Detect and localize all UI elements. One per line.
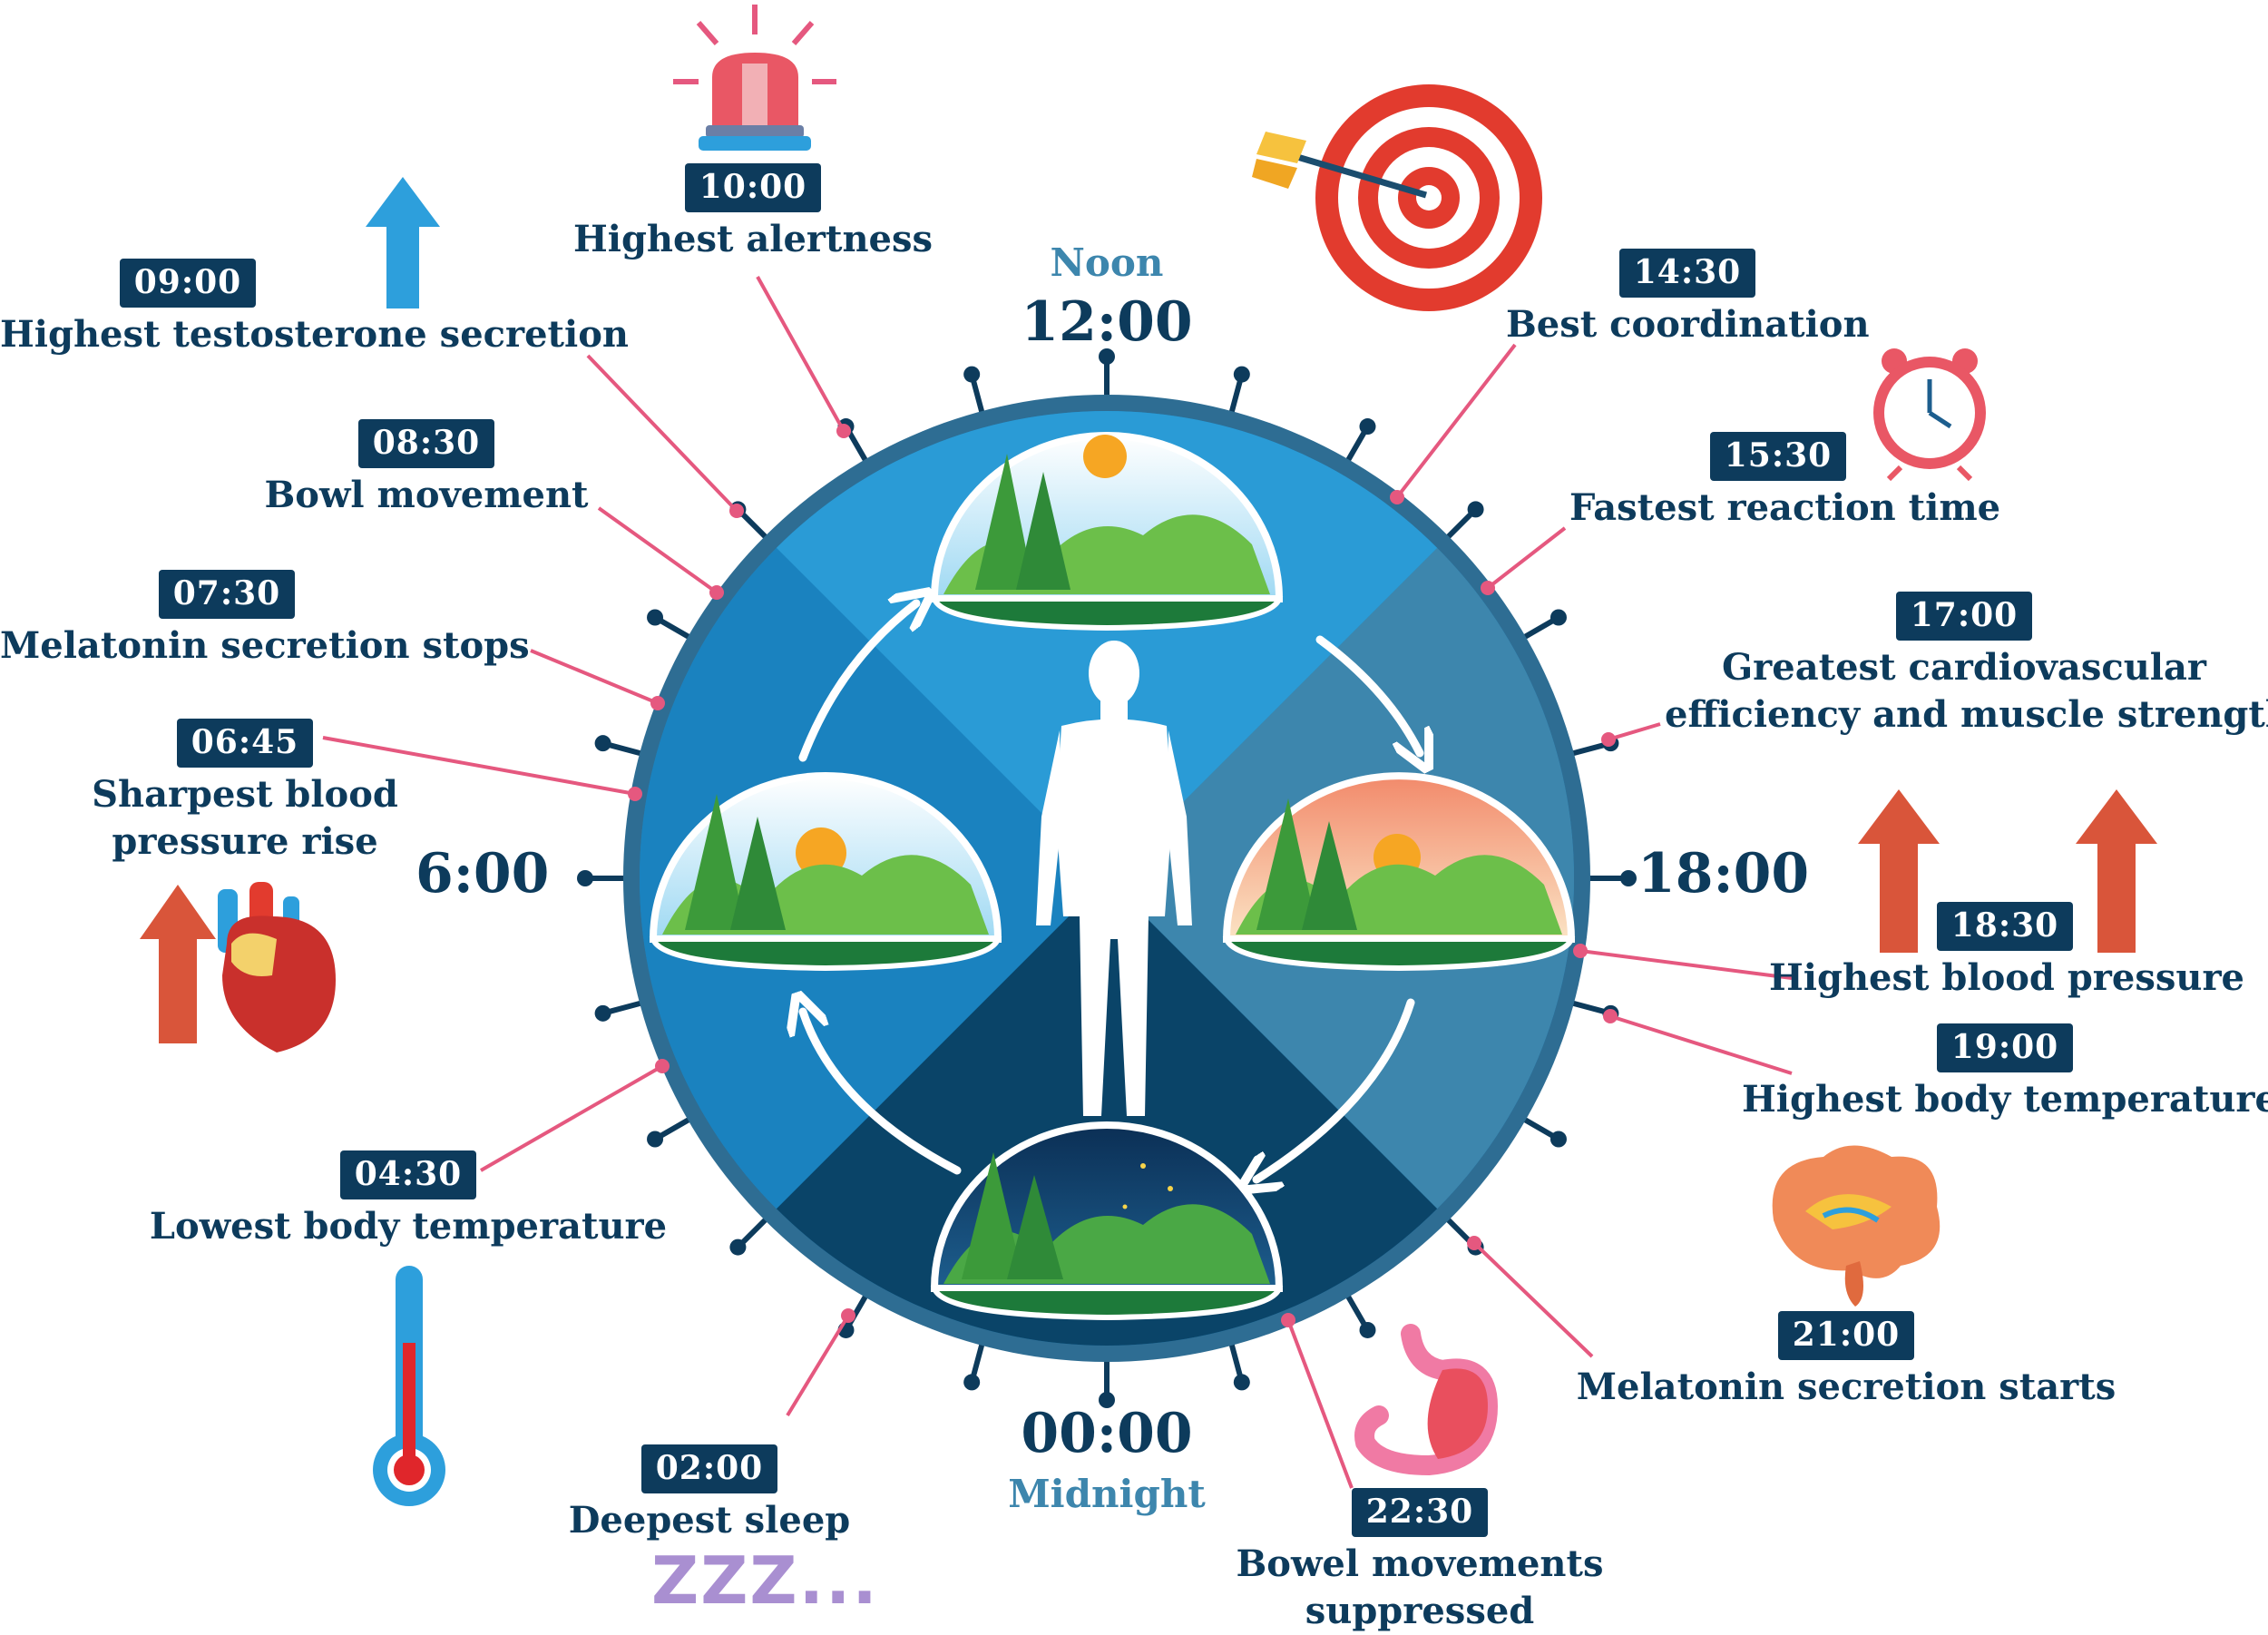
event-07-30: 07:30 Melatonin secretion stops [0,570,530,670]
tick-knob [1467,501,1484,518]
alarm-clock-icon [1873,348,1986,482]
human-figure-icon [1036,641,1192,1116]
event-label: Deepest sleep [568,1499,851,1542]
event-label: Highest testosterone secretion [0,313,629,356]
event-time: 08:30 [357,419,495,468]
event-label-line2: suppressed [1305,1590,1535,1632]
connector-lines [322,276,1793,1489]
morning-dome [649,772,1002,972]
event-09-00: 09:00 Highest testosterone secretion [0,259,629,358]
event-label: Best coordination [1506,303,1870,346]
midnight-time: 00:00 [1021,1402,1193,1465]
event-21-00: 21:00 Melatonin secretion starts [1574,1311,2118,1411]
event-time: 07:30 [158,570,296,619]
noon-time: 12:00 [1021,290,1193,354]
tick-knob [1620,870,1637,886]
siren-icon [673,5,836,151]
event-14-30: 14:30 Best coordination [1506,249,1870,348]
six-pm-time: 18:00 [1637,842,1810,906]
event-label: Lowest body temperature [149,1205,668,1248]
event-time: 18:30 [1936,902,2074,951]
connector-dots [628,424,1618,1327]
night-dome [930,1121,1284,1321]
event-label: Bowel movements [1236,1542,1604,1585]
tick-knob [729,1238,747,1256]
event-15-30: 15:30 Fastest reaction time [1569,432,2001,532]
event-label: Fastest reaction time [1569,486,2001,529]
event-02-00: 02:00 Deepest sleep [528,1444,891,1544]
noon-dome [930,432,1284,631]
tick-knob [963,1374,981,1391]
noon-label: Noon [1050,240,1164,285]
pressure-rise-arrow-icon [140,885,216,1043]
tick-knob [594,735,611,752]
event-10-00: 10:00 Highest alertness [572,163,934,263]
target-icon [1252,84,1542,311]
event-06-45: 06:45 Sharpest blood pressure rise [64,719,426,866]
blood-pressure-up-arrow-left [1858,789,1940,953]
event-time: 09:00 [119,259,257,308]
event-time: 06:45 [176,719,314,768]
event-label: Bowl movement [264,474,589,516]
tick-knob [577,870,593,886]
event-18-30: 18:30 Highest blood pressure [1769,902,2244,1002]
event-label: Greatest cardiovascular [1722,646,2206,689]
tick-knob [594,1004,611,1022]
six-am-time: 6:00 [415,842,550,906]
event-time: 02:00 [640,1444,778,1493]
evening-dome [1222,772,1576,972]
tick-knob [647,1131,664,1148]
tick-knob [1099,1392,1115,1408]
brain-icon [1772,1145,1941,1307]
blood-pressure-up-arrow-right [2076,789,2157,953]
event-label-line2: efficiency and muscle strength [1665,693,2268,736]
sleep-zzz-icon: ZZZ... [651,1542,879,1619]
event-label: Melatonin secretion starts [1576,1366,2116,1408]
event-time: 15:30 [1709,432,1847,481]
midnight-label: Midnight [1008,1472,1206,1516]
event-label: Highest blood pressure [1769,956,2244,999]
heart-icon [218,882,336,1052]
event-time: 10:00 [684,163,822,212]
tick-knob [1549,609,1567,626]
event-label: Sharpest blood [92,773,398,816]
thermometer-icon [373,1266,445,1506]
event-08-30: 08:30 Bowl movement [245,419,608,519]
tick-knob [1233,366,1250,383]
event-04-30: 04:30 Lowest body temperature [136,1150,680,1250]
event-time: 19:00 [1936,1023,2074,1072]
event-label: Melatonin secretion stops [0,624,530,667]
cycle-arrows [803,603,1420,1180]
event-label: Highest body temperature [1742,1078,2268,1121]
tick-knob [1359,1321,1376,1338]
tick-knob [963,366,981,383]
event-label-line2: pressure rise [112,820,378,863]
event-22-30: 22:30 Bowel movements suppressed [1198,1488,1642,1635]
event-time: 04:30 [339,1150,477,1199]
event-label: Highest alertness [572,218,934,260]
event-time: 21:00 [1777,1311,1915,1360]
tick-knob [1549,1131,1567,1148]
event-17-00: 17:00 Greatest cardiovascular efficiency… [1665,592,2268,739]
event-19-00: 19:00 Highest body temperature [1742,1023,2268,1123]
event-time: 17:00 [1895,592,2033,641]
event-time: 22:30 [1351,1488,1489,1537]
tick-knob [1359,418,1376,436]
event-time: 14:30 [1618,249,1756,298]
stomach-icon [1354,1324,1499,1476]
up-arrow-icon [366,177,440,308]
tick-knob [1233,1374,1250,1391]
tick-knob [647,609,664,626]
tick-knob [1099,348,1115,365]
